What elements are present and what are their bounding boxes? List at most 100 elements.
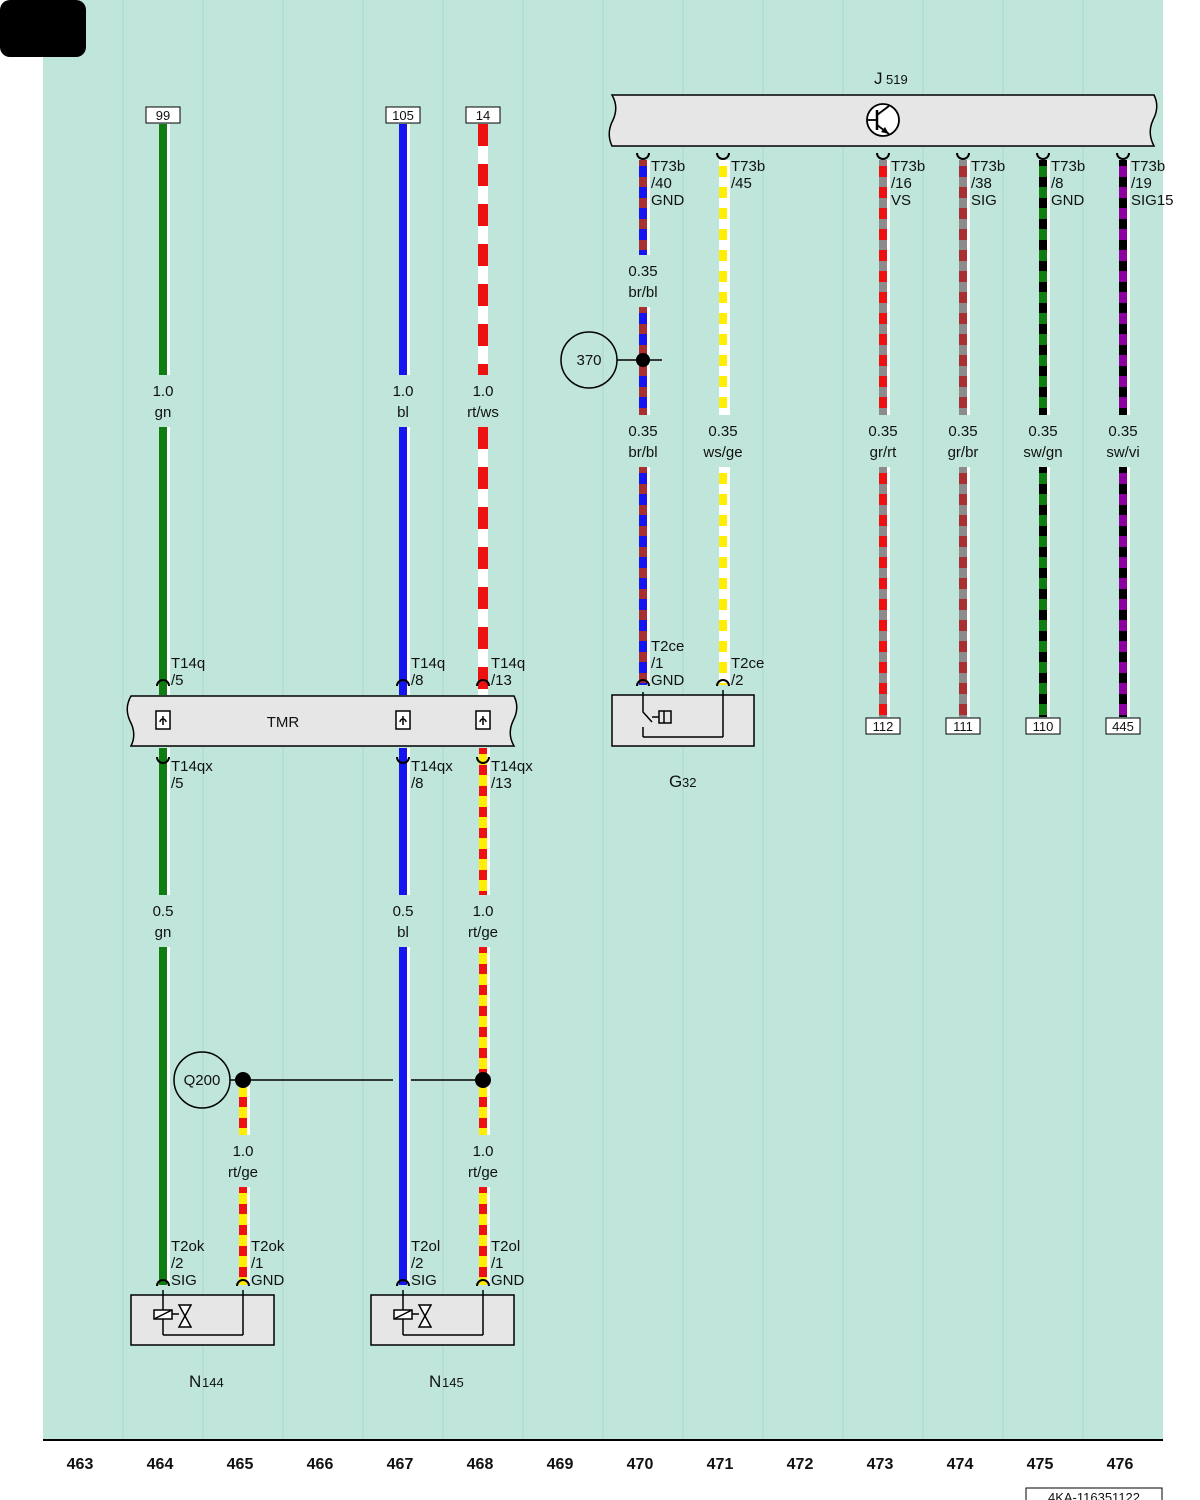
wire-465c-stripes — [239, 1086, 247, 1135]
wire-gauge-label: 0.35 — [1028, 423, 1057, 440]
connector-pin-icon — [716, 679, 730, 687]
wire-color-label: gn — [155, 924, 172, 941]
pin-label-c467_top: T14q — [411, 655, 445, 672]
wire-color-label: gn — [155, 404, 172, 421]
connector-pin-icon — [476, 1279, 490, 1287]
pin-label-c465_n144: /1 — [251, 1255, 264, 1272]
pin-label-c468_top: /13 — [491, 672, 512, 689]
connector-pin-icon — [1036, 152, 1050, 160]
svg-text:111: 111 — [953, 719, 973, 734]
wire-476-stripes — [1119, 473, 1127, 715]
connector-pin-icon — [876, 152, 890, 160]
column-number: 472 — [787, 1456, 814, 1473]
pin-label-c467_bot: T14qx — [411, 758, 453, 775]
n144-sub: 144 — [202, 1375, 224, 1390]
wire-470b — [639, 467, 647, 685]
solenoid-valve-icon — [393, 1290, 484, 1336]
wire-color-label: bl — [397, 924, 409, 941]
wire-474-stripes — [959, 166, 967, 408]
g32-name: G — [669, 772, 682, 791]
pin-label-c470_top: /40 — [651, 175, 672, 192]
wire-470b-stripes — [639, 473, 647, 685]
pin-label-c476_top: /19 — [1131, 175, 1152, 192]
pin-label-c471_top: T73b — [731, 158, 765, 175]
wire-color-label: sw/vi — [1106, 444, 1139, 461]
g32-sub: 32 — [682, 775, 696, 790]
ref-box-445: 445 — [1105, 717, 1141, 735]
pin-label-c464_bot: T14qx — [171, 758, 213, 775]
n144-valve-component: N 144 — [130, 1290, 275, 1391]
wire-464a — [159, 427, 167, 695]
j519-name: J — [874, 69, 883, 88]
transistor-icon — [866, 103, 900, 137]
wire-475 — [1039, 467, 1047, 717]
wire-464a — [159, 124, 167, 375]
pin-label-c475_top: /8 — [1051, 175, 1064, 192]
wire-468b — [479, 947, 487, 1080]
wire-color-label: rt/ge — [468, 924, 498, 941]
pin-label-c471_g32: T2ce — [731, 655, 764, 672]
wire-467a — [399, 427, 407, 695]
ref-box-105: 105 — [385, 106, 421, 124]
wire-468b-stripes — [479, 754, 487, 891]
column-number: 473 — [867, 1456, 894, 1473]
svg-text:110: 110 — [1033, 719, 1054, 734]
column-number: 468 — [467, 1456, 494, 1473]
pin-label-c464_top: T14q — [171, 655, 205, 672]
wire-468a-stripes — [478, 427, 488, 689]
pin-label-c464_n144: /2 — [171, 1255, 184, 1272]
connector-pin-icon — [716, 152, 730, 160]
column-number: 470 — [627, 1456, 654, 1473]
svg-text:112: 112 — [873, 719, 894, 734]
pin-label-c467_bot: /8 — [411, 775, 424, 792]
pin-label-c470_g32: T2ce — [651, 638, 684, 655]
splice-370-label: 370 — [576, 352, 601, 369]
wire-470a-stripes — [639, 166, 647, 255]
connector-pin-icon — [156, 1279, 170, 1287]
g32-switch-component: G 32 — [611, 690, 755, 791]
pin-label-c470_g32: GND — [651, 672, 685, 689]
connector-pin-icon — [476, 679, 490, 687]
wire-464b — [159, 947, 167, 1285]
wire-475 — [1039, 160, 1047, 415]
pin-label-c476_top: T73b — [1131, 158, 1165, 175]
ref-box-110: 110 — [1025, 717, 1061, 735]
pin-label-c468_n145: GND — [491, 1272, 525, 1289]
wire-476 — [1119, 467, 1127, 717]
pin-label-c468_bot: T14qx — [491, 758, 533, 775]
wire-gauge-label: 0.35 — [628, 423, 657, 440]
wire-464b — [159, 748, 167, 895]
wire-color-label: rt/ge — [228, 1164, 258, 1181]
wire-gauge-label: 1.0 — [473, 383, 494, 400]
wire-gauge-label: 1.0 — [233, 1143, 254, 1160]
wire-gauge-label: 0.35 — [948, 423, 977, 440]
pin-label-c475_top: T73b — [1051, 158, 1085, 175]
q200-splice-node-2 — [475, 1072, 491, 1088]
ref-box-111: 111 — [945, 717, 981, 735]
j519-sub: 519 — [886, 72, 908, 87]
wire-473-stripes — [879, 166, 887, 408]
labels-layer: 1.0gn1.0bl1.0rt/ws0.5gn0.5bl1.0rt/ge1.0r… — [153, 158, 1174, 1289]
pin-label-c467_n145: /2 — [411, 1255, 424, 1272]
wire-474-stripes — [959, 473, 967, 715]
connector-pin-icon — [236, 1279, 250, 1287]
pin-label-c474_top: T73b — [971, 158, 1005, 175]
wire-468a-stripes — [478, 124, 488, 375]
wire-468c-stripes — [479, 1086, 487, 1135]
wire-467b — [399, 748, 407, 895]
column-number: 474 — [947, 1456, 974, 1473]
wire-467b — [399, 947, 407, 1285]
pin-label-c470_top: T73b — [651, 158, 685, 175]
wire-color-label: br/bl — [628, 444, 657, 461]
connector-pin-icon — [396, 756, 410, 764]
n145-sub: 145 — [442, 1375, 464, 1390]
wire-color-label: gr/rt — [870, 444, 898, 461]
svg-text:99: 99 — [156, 108, 170, 123]
connector-pin-icon — [636, 679, 650, 687]
wire-gauge-label: 1.0 — [153, 383, 174, 400]
pin-label-c467_top: /8 — [411, 672, 424, 689]
pin-label-c464_n144: SIG — [171, 1272, 197, 1289]
connector-pin-icon — [1116, 152, 1130, 160]
